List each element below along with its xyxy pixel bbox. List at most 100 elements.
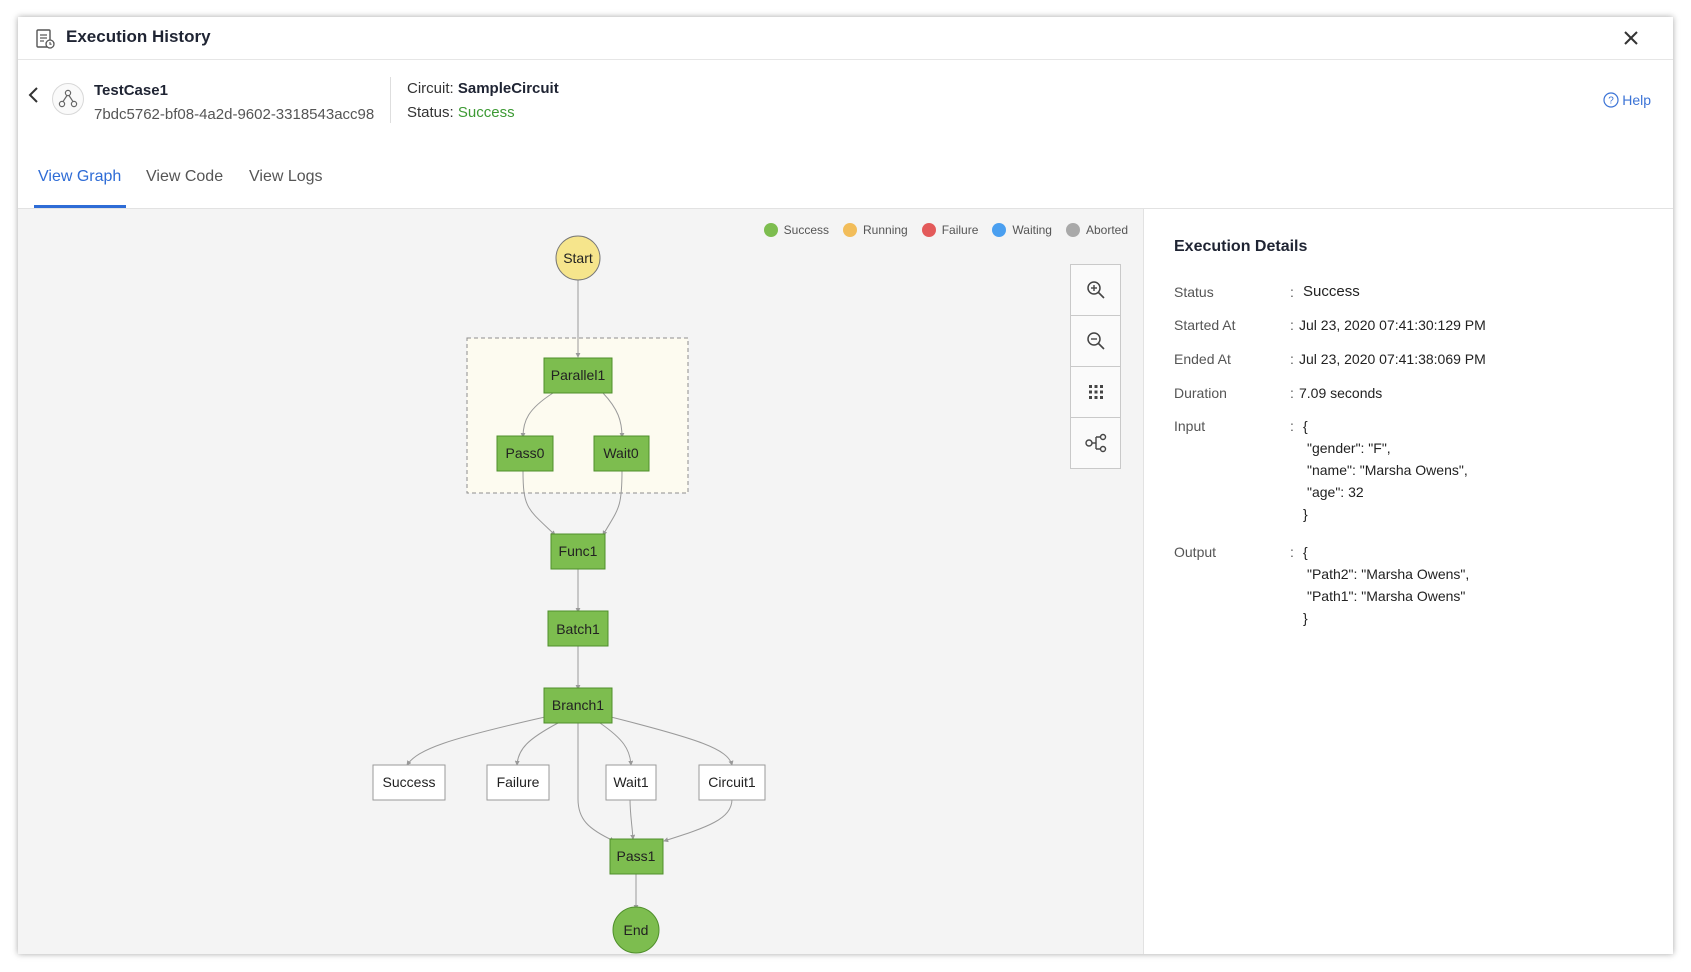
node-pass0[interactable]	[496, 435, 554, 472]
legend-dot-success	[763, 223, 778, 237]
detail-label-duration: Duration	[1174, 385, 1227, 401]
node-success[interactable]	[372, 764, 446, 801]
circuit-label: Circuit:	[407, 80, 454, 97]
node-func1[interactable]	[550, 533, 606, 570]
detail-colon: :	[1290, 284, 1294, 300]
help-label: Help	[1622, 92, 1651, 108]
legend-dot-failure	[921, 223, 936, 237]
tab-bar: View Graph View Code View Logs	[18, 142, 1673, 209]
legend-item-failure: Failure	[921, 223, 979, 237]
execution-history-window: Execution History TestCase1 7bdc5762-bf0…	[18, 17, 1673, 954]
detail-label-ended-at: Ended At	[1174, 351, 1231, 367]
legend-item-running: Running	[843, 223, 908, 237]
details-title: Execution Details	[1174, 238, 1308, 255]
node-wait0[interactable]	[593, 435, 650, 472]
node-failure[interactable]	[486, 764, 550, 801]
legend-item-success: Success	[763, 223, 829, 237]
graph-canvas[interactable]: Start Parallel1 Pass0 Wait0 Func1 Batch1…	[18, 209, 1144, 954]
node-wait1-label: Wait1	[613, 774, 648, 790]
node-pass1-label: Pass1	[617, 848, 656, 864]
node-success-label: Success	[383, 774, 436, 790]
legend-dot-running	[843, 223, 857, 237]
tab-view-graph[interactable]: View Graph	[38, 168, 122, 185]
grid-dots-icon	[1088, 385, 1103, 399]
node-wait0-label: Wait0	[603, 445, 638, 461]
node-parallel1[interactable]	[543, 357, 613, 394]
header-divider	[390, 77, 391, 123]
circuit-avatar	[52, 83, 84, 115]
close-icon[interactable]	[1619, 26, 1643, 50]
legend-label-waiting: Waiting	[1012, 223, 1052, 237]
status-legend: Success Running Failure Waiting Aborted	[763, 223, 1128, 237]
detail-label-input: Input	[1174, 418, 1206, 434]
detail-label-output: Output	[1174, 544, 1217, 560]
status-info: Status: Success	[407, 104, 515, 121]
zoom-in-icon	[1086, 281, 1105, 299]
input-json-line: "name": "Marsha Owens",	[1307, 462, 1468, 478]
legend-label-failure: Failure	[941, 223, 979, 237]
node-wait1[interactable]	[605, 764, 657, 801]
zoom-out-button[interactable]	[1071, 316, 1120, 367]
help-link[interactable]: ? Help	[1603, 92, 1651, 108]
zoom-in-button[interactable]	[1071, 265, 1120, 316]
node-circuit1-label: Circuit1	[708, 774, 756, 790]
fit-grid-button[interactable]	[1071, 367, 1120, 418]
active-tab-indicator	[34, 205, 126, 208]
execution-details-panel: Execution Details Status : Success Start…	[1144, 209, 1673, 954]
detail-value-ended-at: Jul 23, 2020 07:41:38:069 PM	[1299, 351, 1486, 367]
execution-graph: Start Parallel1 Pass0 Wait0 Func1 Batch1…	[372, 235, 766, 954]
status-label: Status:	[407, 104, 454, 121]
circuit-info: Circuit: SampleCircuit	[407, 80, 559, 97]
node-parallel1-label: Parallel1	[551, 367, 606, 383]
help-icon: ?	[1603, 92, 1619, 108]
input-json-line: }	[1303, 506, 1308, 522]
tab-view-code[interactable]: View Code	[146, 168, 224, 185]
svg-text:?: ?	[1608, 96, 1614, 107]
node-end-label: End	[624, 922, 649, 938]
legend-label-running: Running	[863, 223, 908, 237]
detail-colon: :	[1290, 418, 1294, 434]
node-func1-label: Func1	[559, 543, 598, 559]
node-pass1[interactable]	[609, 838, 664, 875]
back-chevron-icon[interactable]	[26, 83, 42, 107]
detail-value-status: Success	[1303, 283, 1360, 300]
title-bar: Execution History	[18, 17, 1673, 60]
output-json-line: "Path2": "Marsha Owens",	[1307, 566, 1470, 582]
node-branch1-label: Branch1	[552, 697, 604, 713]
circuit-name: SampleCircuit	[457, 80, 559, 97]
node-batch1-label: Batch1	[556, 621, 600, 637]
detail-value-duration: 7.09 seconds	[1299, 385, 1383, 401]
layout-button[interactable]	[1071, 418, 1120, 468]
node-start[interactable]	[555, 235, 601, 281]
test-case-id: 7bdc5762-bf08-4a2d-9602-3318543acc98	[94, 106, 375, 123]
detail-label-status: Status	[1174, 284, 1214, 300]
node-start-label: Start	[563, 250, 593, 266]
status-value: Success	[457, 104, 515, 121]
output-json-line: }	[1303, 610, 1308, 626]
node-batch1[interactable]	[547, 610, 609, 647]
input-json-line: {	[1303, 418, 1308, 434]
tree-layout-icon	[1084, 433, 1106, 453]
detail-colon: :	[1290, 544, 1294, 560]
circuit-node-icon	[58, 89, 78, 108]
node-failure-label: Failure	[497, 774, 540, 790]
detail-colon: :	[1290, 385, 1294, 401]
output-json-line: "Path1": "Marsha Owens"	[1307, 588, 1466, 604]
detail-label-started-at: Started At	[1174, 317, 1236, 333]
graph-toolbar	[1070, 264, 1121, 469]
output-json-line: {	[1303, 544, 1308, 560]
zoom-out-icon	[1086, 332, 1105, 350]
detail-value-started-at: Jul 23, 2020 07:41:30:129 PM	[1299, 317, 1486, 333]
legend-item-waiting: Waiting	[992, 223, 1052, 237]
node-pass0-label: Pass0	[506, 445, 545, 461]
test-case-name: TestCase1	[94, 82, 168, 99]
node-circuit1[interactable]	[698, 764, 766, 801]
input-json-line: "gender": "F",	[1307, 440, 1391, 456]
node-end[interactable]	[612, 906, 660, 954]
detail-colon: :	[1290, 317, 1294, 333]
node-branch1[interactable]	[543, 687, 613, 724]
legend-dot-aborted	[1065, 223, 1080, 237]
tab-view-logs[interactable]: View Logs	[249, 168, 323, 185]
history-document-icon	[36, 29, 55, 49]
legend-label-aborted: Aborted	[1085, 223, 1128, 237]
